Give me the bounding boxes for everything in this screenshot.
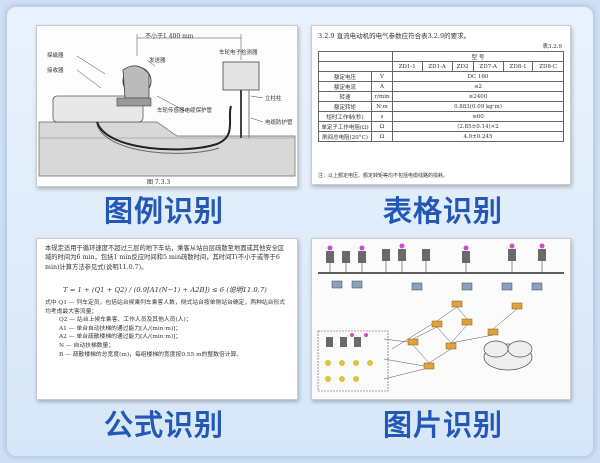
variable-desc: — 单台自动扶梯的通过能力[人/(min·m)]； — [68, 325, 182, 332]
table-row: 刷间总电阻(20°C) Ω 4.9±0.245 — [318, 131, 564, 142]
table-cell: 额定电流 — [318, 81, 372, 92]
table-cell: 单定子工作电阻(Ω) — [318, 121, 372, 132]
table-recognition-label: 表格识别 — [383, 194, 504, 228]
table-cell: s — [371, 111, 393, 122]
table-cell: 刷间总电阻(20°C) — [318, 131, 372, 142]
figure-caption: 图 7.3.3 — [147, 179, 171, 186]
variable-symbol: Q2 — [59, 317, 68, 324]
table-row: 转速 r/min ≥2400 — [318, 91, 564, 102]
variable-desc: — 列车定员，包括站台候乘列车乘客人数，侧式站台按单侧站台确定，两种站台形式均考… — [45, 300, 286, 315]
table-cell: 短时工作制(秒) — [318, 111, 372, 122]
callout-label: 探磁器 — [47, 53, 64, 59]
figure-card[interactable]: 不小于1 400 mm 探磁器 接收器 发送器 车轮传感器电缆保护管 车轮电子检… — [36, 25, 298, 187]
variable-symbol: A1 — [59, 325, 67, 332]
table-card[interactable]: 3.2.9 直流电动机的电气参数应符合表3.2.9的要求。 表3.2.9 型 号… — [311, 25, 571, 185]
spec-table: 型 号 ZD1-1 ZD1-A ZD2 ZD7-A ZD8-1 ZD8-C 额定… — [318, 51, 564, 142]
variable-row: Q2 — 站台上候车乘客、工作人员及其他人员(人)； — [45, 316, 289, 325]
table-cell: ≥2400 — [392, 91, 564, 102]
table-cell — [318, 61, 393, 72]
table-cell: ZD2 — [451, 61, 474, 72]
variable-symbol: 式中 Q1 — [45, 300, 67, 306]
formula-recognition-label: 公式识别 — [104, 408, 225, 442]
server-icon — [326, 249, 546, 263]
table-row: 额定电压 V DC 160 — [318, 71, 564, 82]
table-cell: 转速 — [318, 91, 372, 102]
table-cell: ZD1-1 — [392, 61, 423, 72]
formula-card[interactable]: 本规定适用于循环速度不超过三层的地下车站，乘客从站台层疏散至地面或其他安全区域的… — [36, 238, 298, 400]
table-cell: Ω — [371, 121, 393, 132]
callout-label: 发送器 — [149, 58, 166, 64]
picture-card[interactable] — [311, 238, 571, 400]
callout-label: 接收器 — [47, 68, 64, 74]
table-row: 单定子工作电阻(Ω) Ω (2.85±0.14)×2 — [318, 121, 564, 132]
variable-desc: — 疏散楼梯的总宽度(m)，每组楼梯的宽度按0.55 m的整数倍计算。 — [65, 351, 243, 358]
variable-list: 式中 Q1 — 列车定员，包括站台候乘列车乘客人数，侧式站台按单侧站台确定，两种… — [45, 299, 289, 359]
table-cell: ZD7-A — [472, 61, 504, 72]
table-footnote: 注：以上额定电压、额定转矩等均不包括电缆线路的损耗。 — [318, 173, 449, 179]
table-cell: 4.9±0.245 — [392, 131, 564, 142]
table-cell: 额定电压 — [318, 71, 372, 82]
variable-row: A2 — 单台疏散楼梯的通过能力[人/(min·m)]； — [45, 333, 289, 342]
variable-desc: — 自动扶梯数量； — [65, 342, 115, 349]
table-cell: A — [371, 81, 393, 92]
table-row: 短时工作制(秒) s ≥60 — [318, 111, 564, 122]
table-cell: V — [371, 71, 393, 82]
table-cell: r/min — [371, 91, 393, 102]
table-row: 额定转矩 N·m 0.883(0.09 kg·m) — [318, 101, 564, 112]
variable-desc: — 站台上候车乘客、工作人员及其他人员(人)； — [69, 317, 192, 324]
table-cell: (2.85±0.14)×2 — [392, 121, 564, 132]
callout-label: 车轮电子检测器 — [219, 50, 258, 56]
variable-row: 式中 Q1 — 列车定员，包括站台候乘列车乘客人数，侧式站台按单侧站台确定，两种… — [45, 299, 289, 316]
table-cell: ≤2 — [392, 81, 564, 92]
table-row: 额定电流 A ≤2 — [318, 81, 564, 92]
table-cell: DC 160 — [392, 71, 564, 82]
table-cell: Ω — [371, 131, 393, 142]
variable-symbol: B — [59, 351, 64, 358]
figure-recognition-label: 图例识别 — [104, 194, 225, 228]
callout-label: 电缆防护管 — [265, 120, 293, 126]
callout-label: 车轮传感器电缆保护管 — [157, 108, 213, 114]
formula-paragraph: 本规定适用于循环速度不超过三层的地下车站，乘客从站台层疏散至地面或其他安全区域的… — [45, 245, 285, 271]
variable-symbol: N — [59, 342, 65, 349]
table-cell: ZD8-C — [532, 61, 564, 72]
rail-figure-diagram — [37, 26, 297, 186]
dimension-label: 不小于1 400 mm — [145, 33, 194, 40]
variable-symbol: A2 — [59, 334, 67, 341]
table-cell: 型 号 — [392, 51, 564, 62]
formula-equation: T = 1 + (Q1 + Q2) / (0.9[A1(N−1) + A2B])… — [63, 286, 267, 294]
table-heading: 3.2.9 直流电动机的电气参数应符合表3.2.9的要求。 — [318, 32, 471, 40]
table-row: ZD1-1 ZD1-A ZD2 ZD7-A ZD8-1 ZD8-C — [318, 61, 564, 72]
table-row: 型 号 — [318, 51, 564, 62]
network-topology-diagram — [312, 239, 570, 399]
table-cell: 额定转矩 — [318, 101, 372, 112]
table-cell: ZD8-1 — [502, 61, 534, 72]
variable-row: A1 — 单台自动扶梯的通过能力[人/(min·m)]； — [45, 325, 289, 334]
table-cell: ZD1-A — [421, 61, 453, 72]
callout-label: 立柱柱 — [265, 96, 282, 102]
variable-row: N — 自动扶梯数量； — [45, 342, 289, 351]
table-cell: 0.883(0.09 kg·m) — [392, 101, 564, 112]
picture-recognition-label: 图片识别 — [383, 408, 504, 442]
variable-row: B — 疏散楼梯的总宽度(m)，每组楼梯的宽度按0.55 m的整数倍计算。 — [45, 351, 289, 360]
variable-desc: — 单台疏散楼梯的通过能力[人/(min·m)]； — [68, 334, 182, 341]
table-cell: ≥60 — [392, 111, 564, 122]
table-cell — [318, 51, 393, 62]
table-cell: N·m — [371, 101, 393, 112]
table-number: 表3.2.9 — [542, 44, 563, 50]
